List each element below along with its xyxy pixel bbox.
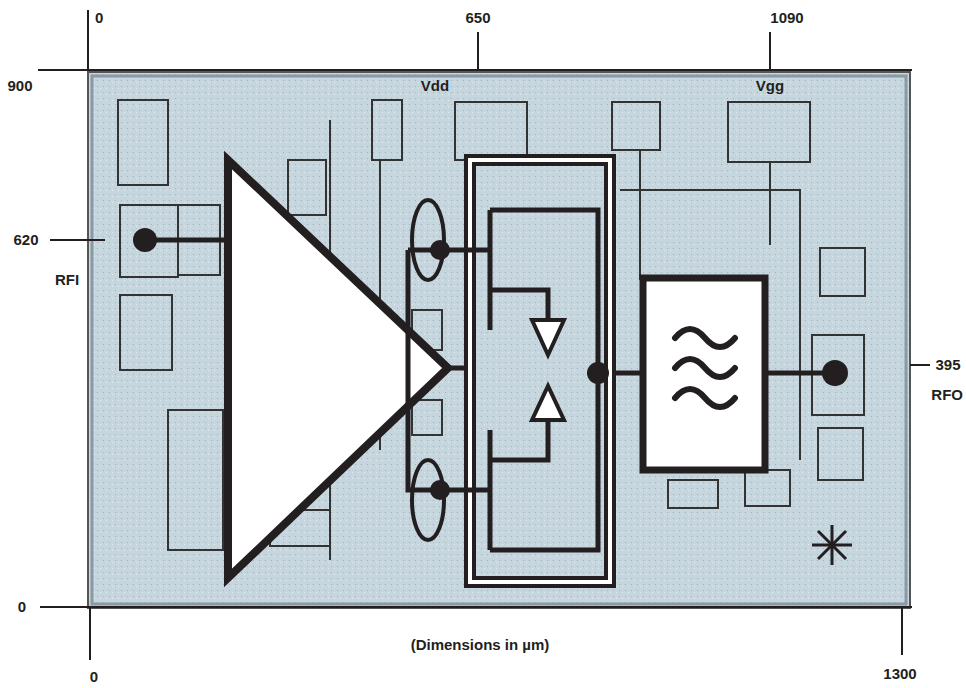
caption: (Dimensions in µm) <box>411 637 550 654</box>
dimension-label: Vdd <box>421 78 449 95</box>
dimension-label: Vgg <box>756 78 784 95</box>
dimension-label: 900 <box>7 78 32 95</box>
dimension-label: RFO <box>931 387 963 404</box>
dimension-label: RFI <box>55 272 79 289</box>
dimension-label: 620 <box>13 232 38 249</box>
dimension-label: 0 <box>90 669 98 686</box>
dimension-label: 0 <box>18 599 26 616</box>
dimension-label: 1300 <box>883 666 916 683</box>
dimension-label: 395 <box>935 357 960 374</box>
dimension-label: 650 <box>465 10 490 27</box>
dimension-label: 1090 <box>770 10 803 27</box>
dimension-label: 0 <box>95 10 103 27</box>
